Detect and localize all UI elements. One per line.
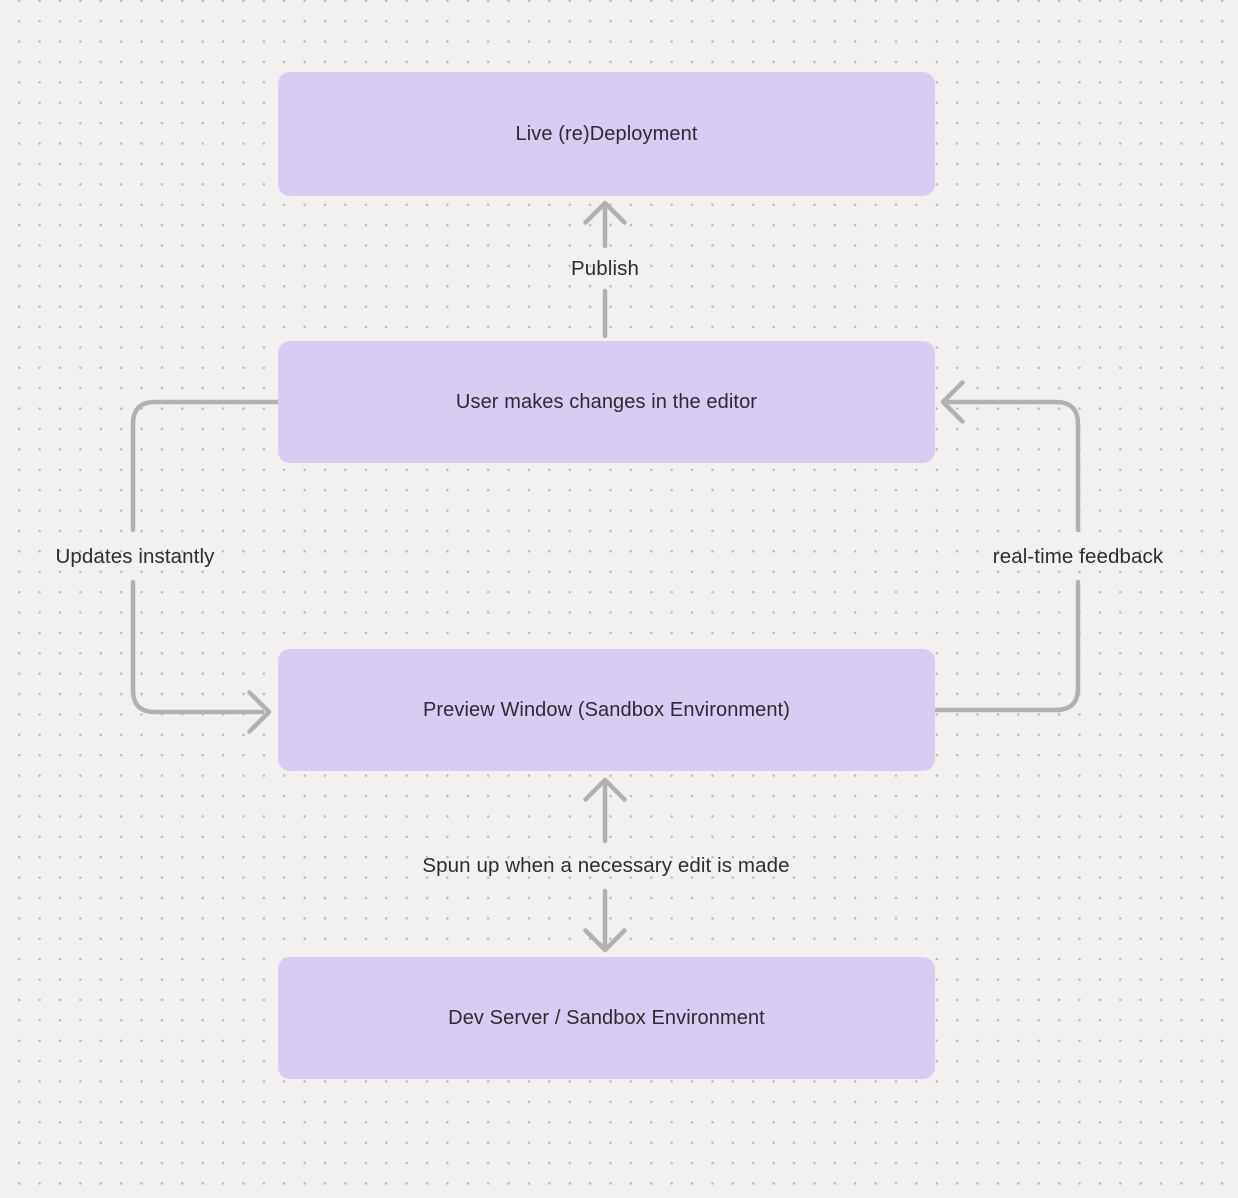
node-label: Dev Server / Sandbox Environment (448, 1007, 765, 1029)
arrowhead-left-icon (940, 380, 965, 424)
arrowhead-right-icon (247, 690, 272, 734)
edge-updates-line-bottom (130, 579, 265, 715)
edge-label-publish[interactable]: Publish (571, 257, 639, 280)
edge-label-real-time-feedback[interactable]: real-time feedback (992, 545, 1164, 568)
node-label: Live (re)Deployment (515, 123, 698, 145)
node-label: User makes changes in the editor (455, 391, 758, 413)
arrowhead-up-icon (583, 200, 627, 225)
node-label: Preview Window (Sandbox Environment) (422, 699, 791, 721)
edge-updates-line-top (130, 399, 281, 533)
edge-feedback-line-bottom (932, 579, 1081, 713)
arrowhead-up-icon (583, 777, 627, 802)
node-live-deployment[interactable]: Live (re)Deployment (278, 72, 935, 196)
node-dev-server[interactable]: Dev Server / Sandbox Environment (278, 957, 935, 1079)
node-editor[interactable]: User makes changes in the editor (278, 341, 935, 463)
node-preview-window[interactable]: Preview Window (Sandbox Environment) (278, 649, 935, 771)
edge-label-updates-instantly[interactable]: Updates instantly (55, 545, 215, 568)
arrowhead-down-icon (583, 928, 627, 953)
edge-label-spun-up[interactable]: Spun up when a necessary edit is made (422, 854, 790, 877)
edge-feedback-line-top (946, 399, 1081, 533)
